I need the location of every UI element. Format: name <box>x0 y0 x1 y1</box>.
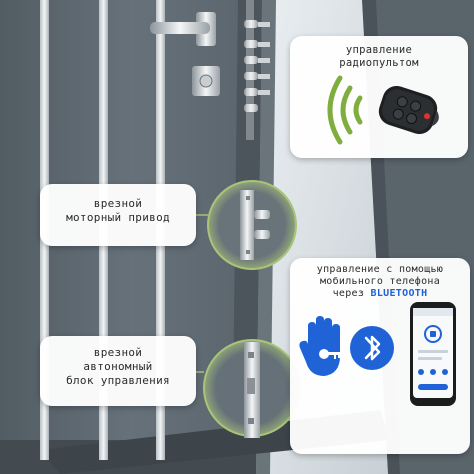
hand-key-icon <box>299 316 340 376</box>
callout-control-block: врезной автономный блок управления <box>40 336 196 406</box>
motor-zoom-circle <box>207 180 297 270</box>
callout-line-bluetooth: через BLUETOOTH <box>332 288 428 299</box>
callout-phone-control: управление с помощью мобильного телефона… <box>290 258 470 454</box>
radio-signal-icon <box>327 75 363 145</box>
callout-line: мобильного телефона <box>319 276 441 287</box>
callout-motor-drive: врезной моторный привод <box>40 184 196 246</box>
remote-illustration <box>327 75 439 145</box>
lock-bolts <box>244 0 270 140</box>
bluetooth-word: BLUETOOTH <box>370 288 428 299</box>
callout-line: блок управления <box>66 374 170 387</box>
bluetooth-icon <box>350 326 394 370</box>
callout-line: врезной <box>93 346 143 359</box>
callout-line: моторный привод <box>66 211 170 224</box>
callout-line: врезной <box>93 197 143 210</box>
smartphone-icon <box>410 302 456 406</box>
callout-remote-control: управление радиопультом <box>290 36 468 158</box>
callout-line: автономный <box>83 360 153 373</box>
phone-illustration <box>299 302 456 406</box>
block-zoom-circle <box>203 339 301 438</box>
callout-line: радиопультом <box>339 57 419 69</box>
remote-fob-icon <box>378 85 439 135</box>
callout-line: управление с помощью <box>316 264 444 275</box>
door-handle <box>150 22 210 34</box>
callout-line: управление <box>345 44 413 56</box>
